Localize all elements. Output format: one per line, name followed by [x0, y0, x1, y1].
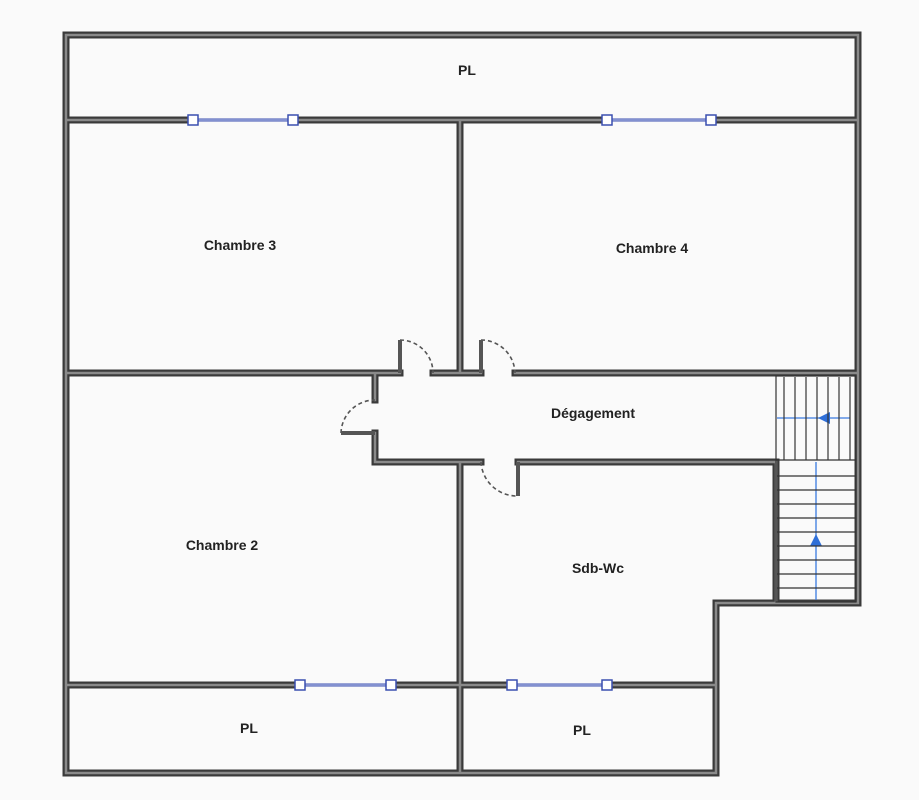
window	[187, 114, 299, 126]
window	[601, 114, 717, 126]
room-label-sdb-wc: Sdb-Wc	[572, 560, 624, 576]
door-chambre2	[340, 399, 376, 435]
room-label-pl-bottom-right: PL	[573, 722, 591, 738]
windows	[187, 114, 717, 691]
room-label-chambre-3: Chambre 3	[204, 237, 277, 253]
room-label-pl-bottom-left: PL	[240, 720, 258, 736]
staircase	[775, 375, 857, 603]
door-sdb-wc	[480, 461, 520, 497]
room-labels: PL Chambre 3 Chambre 4 Dégagement Chambr…	[186, 62, 689, 738]
stair-arrow-icon	[818, 412, 830, 424]
room-label-pl-top: PL	[458, 62, 476, 78]
doors	[340, 339, 520, 497]
window	[294, 679, 397, 691]
room-label-degagement: Dégagement	[551, 405, 635, 421]
door-chambre4	[479, 339, 516, 374]
room-label-chambre-4: Chambre 4	[616, 240, 689, 256]
walls	[62, 31, 862, 777]
stair-arrow-icon	[810, 534, 822, 546]
room-label-chambre-2: Chambre 2	[186, 537, 259, 553]
door-chambre3	[398, 339, 434, 374]
window	[506, 679, 613, 691]
